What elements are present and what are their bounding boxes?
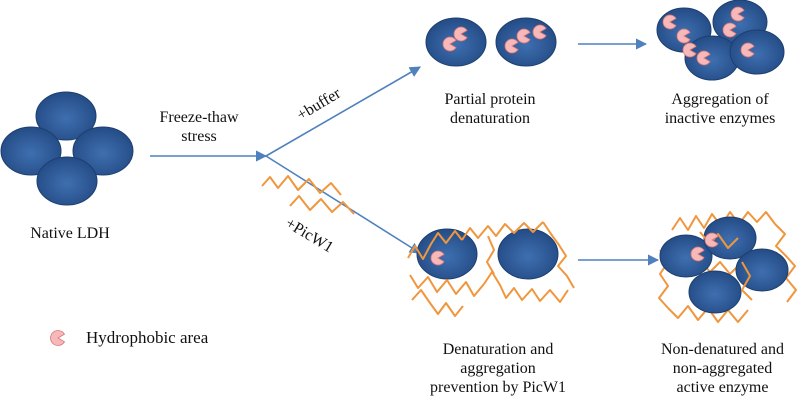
native-ldh-tetramer — [0, 91, 134, 206]
active-line-3: active enzyme — [676, 379, 769, 396]
protein — [425, 17, 487, 67]
picw1-strand — [741, 261, 753, 301]
prevention-line-2: aggregation — [460, 360, 536, 377]
process-arrows — [150, 38, 660, 266]
picw1-protected-proteins — [407, 221, 575, 317]
hydrophobic-area-icon — [516, 28, 531, 44]
legend-label: Hydrophobic area — [86, 328, 208, 348]
hydrophobic-area-icon — [740, 42, 755, 58]
picw1-strand — [289, 195, 355, 215]
hydrophobic-area-icon — [690, 246, 705, 262]
partial-denaturation-label: Partial protein denaturation — [420, 90, 560, 128]
legend-hydrophobic-icon — [50, 330, 66, 346]
protein — [735, 248, 789, 292]
active-enzymes — [658, 211, 797, 323]
hydrophobic-area-icon — [722, 22, 737, 38]
picw1-arrow — [265, 155, 421, 254]
aggregation-line-2: inactive enzymes — [664, 110, 776, 127]
freeze-thaw-line-2: stress — [181, 128, 217, 145]
partial-line-2: denaturation — [450, 110, 530, 127]
picw1-strand — [461, 221, 544, 241]
hydrophobic-area-icon — [676, 28, 691, 44]
hydrophobic-area-icon — [442, 36, 457, 52]
picw1-strand — [407, 230, 463, 260]
hydrophobic-area-icon — [453, 26, 468, 42]
partial-line-1: Partial protein — [444, 91, 536, 108]
hydrophobic-area-icon — [704, 232, 719, 248]
active-line-2: non-aggregated — [672, 360, 773, 377]
picw1-strand — [542, 221, 575, 289]
picw1-strand — [774, 223, 797, 303]
prevention-line-1: Denaturation and — [442, 341, 554, 358]
picw1-strand — [483, 271, 569, 303]
hydrophobic-area-icon — [532, 24, 547, 40]
hydrophobic-area-icon — [430, 250, 445, 266]
buffer-arrow — [265, 66, 421, 157]
picw1-strand — [411, 289, 464, 317]
picw1-strand — [486, 235, 495, 275]
active-enzyme-label: Non-denatured and non-aggregated active … — [640, 340, 805, 397]
native-ldh-text: Native LDH — [30, 225, 110, 242]
ldh-subunit — [72, 126, 134, 176]
protein — [659, 234, 713, 278]
hydrophobic-area-icon — [662, 14, 677, 30]
freeze-thaw-label: Freeze-thaw stress — [140, 108, 258, 146]
hydrophobic-area-icon — [730, 6, 745, 22]
picw1-strand — [409, 274, 485, 297]
active-line-1: Non-denatured and — [660, 341, 785, 358]
legend-text: Hydrophobic area — [86, 328, 209, 347]
protein — [497, 228, 559, 280]
prevention-line-3: prevention by PicW1 — [430, 379, 566, 396]
hydrophobic-areas — [430, 6, 755, 266]
ldh-subunit — [35, 91, 97, 141]
aggregation-line-1: Aggregation of — [671, 91, 769, 108]
hydrophobic-area-icon — [504, 38, 519, 54]
protein — [688, 270, 742, 314]
ldh-subunit — [36, 156, 98, 206]
aggregated-enzymes — [656, 0, 785, 81]
native-ldh-label: Native LDH — [10, 224, 130, 243]
ldh-subunit — [0, 126, 62, 176]
hydrophobic-area-icon — [682, 42, 697, 58]
picw1-strands — [261, 175, 355, 215]
protein — [729, 29, 785, 75]
picw1-strand — [261, 175, 342, 196]
aggregation-label: Aggregation of inactive enzymes — [645, 90, 795, 128]
hydrophobic-area-icon — [696, 50, 711, 66]
freeze-thaw-line-1: Freeze-thaw — [159, 109, 239, 126]
prevention-label: Denaturation and aggregation prevention … — [418, 340, 578, 397]
